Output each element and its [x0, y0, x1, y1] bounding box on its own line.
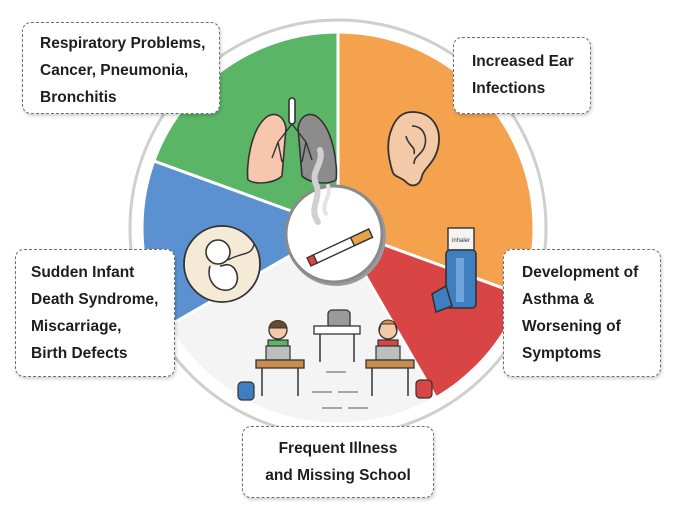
fetus-icon [183, 225, 261, 303]
segment-school [169, 228, 436, 424]
callout-asthma-line: Asthma & [522, 291, 595, 308]
callout-school-line: Frequent Illness [278, 440, 398, 457]
callout-school-line: and Missing School [265, 467, 411, 484]
callout-sids-line: Birth Defects [31, 345, 128, 362]
callout-ear-line: Increased Ear [472, 53, 574, 70]
callout-asthma: Development of Asthma & Worsening of Sym… [503, 249, 661, 377]
segment-ear [338, 33, 533, 295]
ear-icon [387, 111, 440, 187]
callout-asthma-line: Symptoms [522, 345, 602, 362]
segment-asthma [338, 228, 522, 397]
callout-sids-line: Miscarriage, [31, 318, 122, 335]
callout-sids-line: Sudden Infant [31, 264, 135, 281]
student-boy [255, 320, 305, 396]
cigarette-smoke-icon [284, 147, 386, 286]
callout-respiratory-line: Bronchitis [40, 89, 117, 106]
callout-ear-line: Infections [472, 80, 546, 97]
callout-asthma-line: Worsening of [522, 318, 621, 335]
backpack-blue [237, 381, 255, 401]
callout-respiratory-line: Respiratory Problems, [40, 35, 206, 52]
callout-respiratory-line: Cancer, Pneumonia, [40, 62, 189, 79]
callout-ear: Increased Ear Infections [453, 37, 591, 114]
teacher-desk [313, 309, 361, 362]
callout-school: Frequent Illness and Missing School [242, 426, 434, 498]
callout-respiratory: Respiratory Problems, Cancer, Pneumonia,… [22, 22, 220, 114]
classroom-students-icon [237, 309, 433, 409]
callout-sids-line: Death Syndrome, [31, 291, 159, 308]
inhaler-label: inhaler [452, 238, 470, 244]
callout-sids: Sudden Infant Death Syndrome, Miscarriag… [15, 249, 175, 377]
lungs-icon [246, 97, 338, 184]
backpack-red [415, 379, 433, 399]
student-girl [365, 319, 415, 396]
segment-respiratory [154, 33, 338, 228]
inhaler-icon: inhaler [431, 227, 477, 314]
callout-asthma-line: Development of [522, 264, 639, 281]
